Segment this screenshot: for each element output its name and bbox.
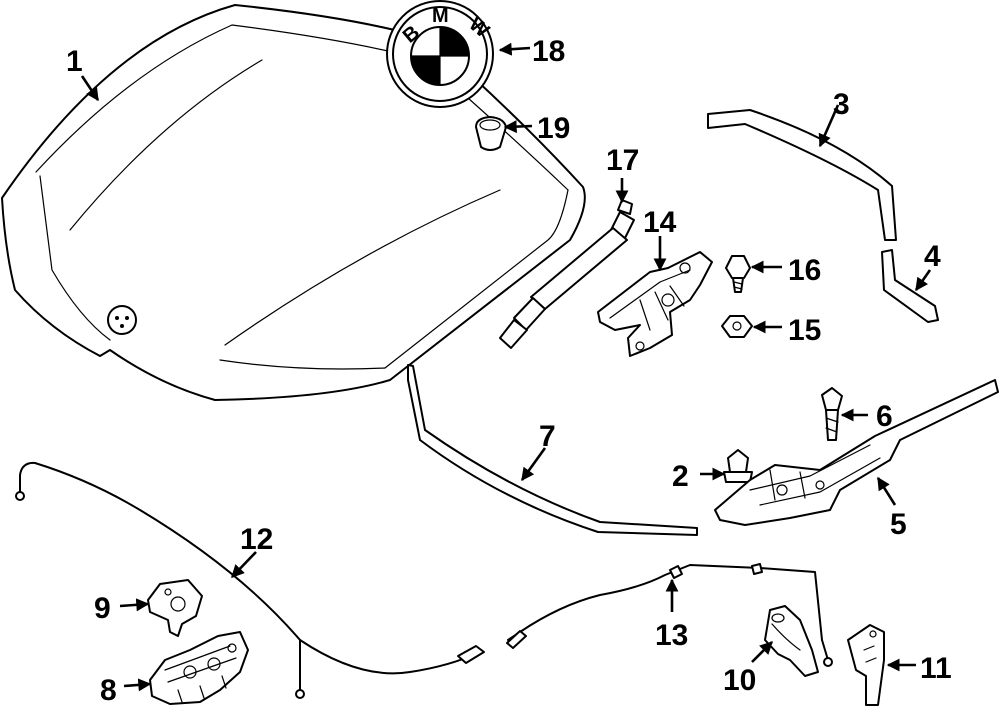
hood-support-strut [499, 199, 635, 349]
front-hood-seal [407, 364, 698, 536]
callout-16: 16 [788, 254, 821, 287]
nut [721, 315, 753, 338]
latch-guide [147, 579, 203, 637]
leader-lines [80, 42, 932, 692]
hood-latch [149, 631, 249, 705]
callout-6: 6 [876, 400, 893, 433]
callout-7: 7 [539, 420, 556, 453]
bolt [725, 255, 751, 293]
bmw-emblem: B M W [386, 0, 494, 108]
callout-14: 14 [643, 206, 677, 239]
callout-13: 13 [655, 619, 688, 652]
callout-15: 15 [788, 314, 821, 347]
callout-9: 9 [94, 592, 111, 625]
hood-panel [1, 4, 586, 401]
callout-10: 10 [723, 664, 756, 697]
callout-12: 12 [240, 523, 273, 556]
retaining-clip [723, 449, 753, 483]
hood-hinge [597, 251, 713, 357]
latch-support-bracket [714, 379, 999, 526]
push-rivet [821, 387, 843, 441]
release-cable [15, 461, 485, 699]
callout-2: 2 [672, 460, 689, 493]
rear-hood-seal [707, 109, 897, 241]
callout-18: 18 [532, 35, 565, 68]
callout-5: 5 [890, 508, 907, 541]
callout-17: 17 [606, 144, 639, 177]
callout-4: 4 [924, 240, 941, 273]
release-cable-front [506, 563, 833, 667]
emblem-letter-m: M [432, 5, 449, 27]
side-seal [881, 249, 939, 323]
grommet [475, 116, 507, 151]
callout-11: 11 [920, 652, 952, 685]
callout-1: 1 [66, 45, 83, 78]
callout-19: 19 [537, 112, 570, 145]
callout-labels: 1 2 3 4 5 6 7 8 9 10 11 12 13 14 15 16 1… [66, 35, 952, 707]
callout-8: 8 [100, 674, 117, 707]
mounting-bracket [847, 624, 885, 706]
release-handle [764, 605, 819, 677]
callout-3: 3 [833, 88, 850, 121]
